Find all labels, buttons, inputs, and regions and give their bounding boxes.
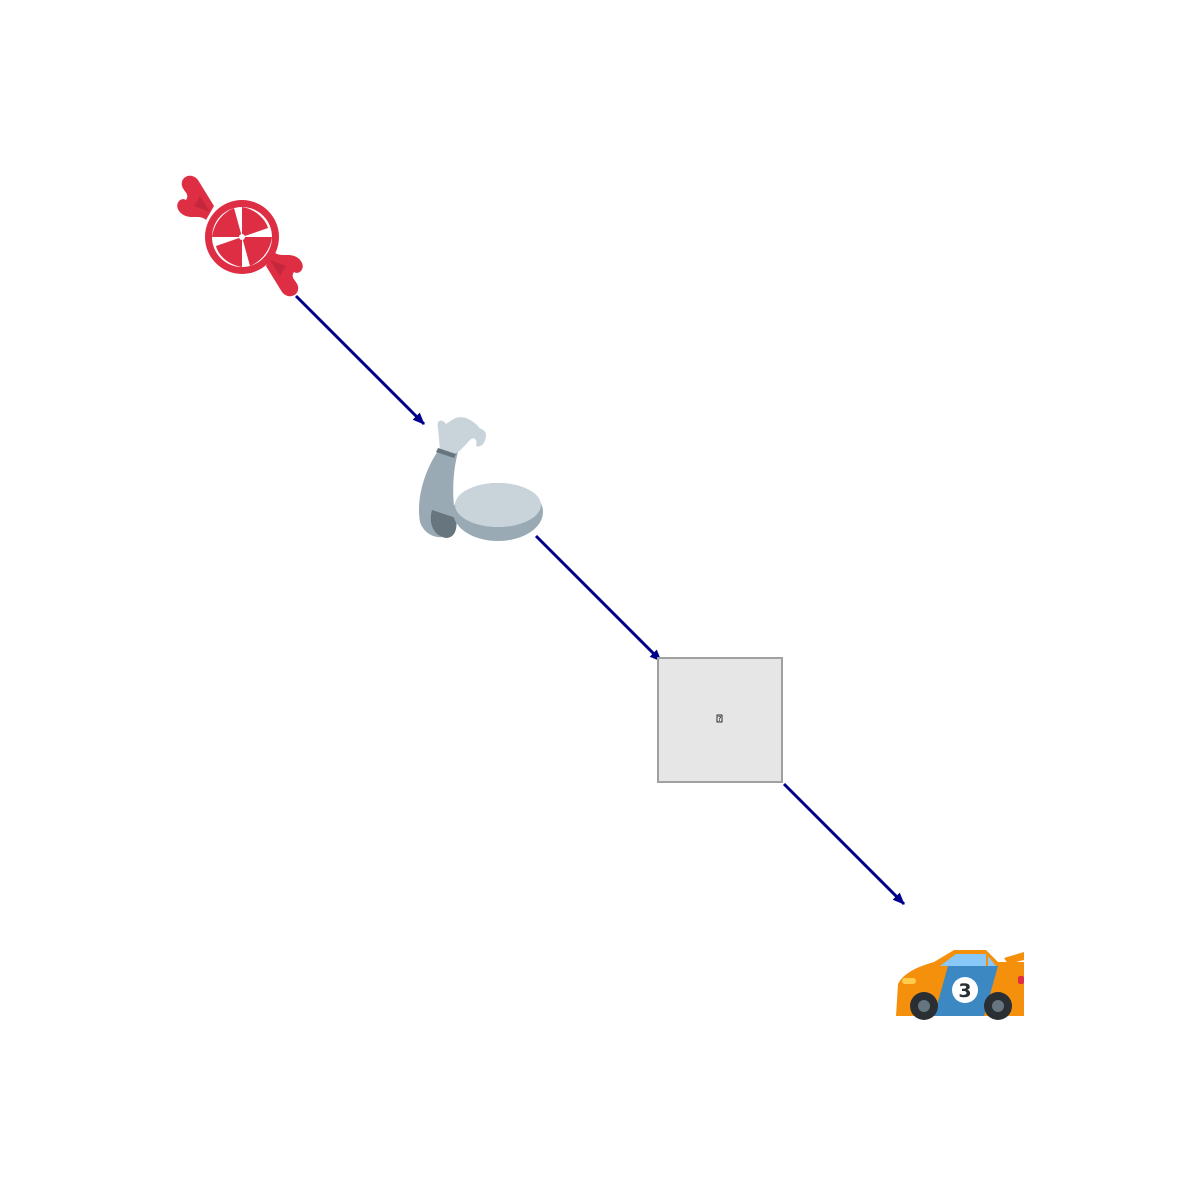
edge-arm-to-unknown: [534, 534, 663, 663]
edge-candy-to-arm: [294, 294, 426, 426]
edges: [294, 294, 906, 906]
edge-unknown-to-car: [782, 782, 906, 906]
missing-glyph-tofu: [716, 714, 723, 723]
unknown-node-label: ?: [717, 715, 721, 723]
missing-glyph-icon: [657, 657, 783, 783]
race-car-icon: 3: [896, 950, 1024, 1020]
mechanical-arm-icon: [418, 417, 543, 541]
node-car: 3: [896, 950, 1024, 1020]
car-number-label: 3: [958, 980, 971, 1002]
node-unknown: ?: [657, 657, 783, 783]
node-arm: [418, 417, 543, 541]
node-candy: [177, 175, 303, 297]
candy-icon: [177, 175, 303, 297]
car-number-badge: [952, 977, 978, 1003]
